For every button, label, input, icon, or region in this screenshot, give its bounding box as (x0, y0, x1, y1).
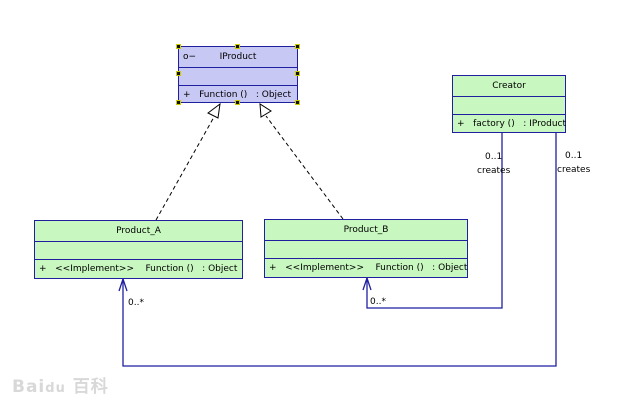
selection-handle[interactable] (176, 44, 181, 49)
role-label-a: creates (557, 165, 591, 175)
attributes-compartment (453, 97, 565, 115)
class-name: Product_B (343, 225, 389, 235)
class-header: Creator (453, 76, 565, 97)
class-name: IProduct (219, 52, 257, 62)
selection-handle[interactable] (295, 100, 300, 105)
realization-arrowhead-a (207, 102, 221, 119)
realization-arrowhead-b (259, 103, 272, 118)
class-header: o− IProduct (179, 47, 297, 68)
class-product-a[interactable]: Product_A + <<Implement>> Function () : … (34, 220, 243, 279)
multiplicity-target-b: 0..* (370, 297, 386, 307)
role-label-b: creates (477, 166, 511, 176)
association-arrow-b (362, 275, 372, 291)
association-arrow-a (118, 276, 128, 292)
class-header: Product_A (35, 221, 242, 242)
selection-handle[interactable] (176, 71, 181, 76)
class-creator[interactable]: Creator + factory () : IProduct (452, 75, 566, 133)
class-name: Creator (492, 81, 526, 91)
attributes-compartment (35, 242, 242, 260)
operation: + <<Implement>> Function () : Object (39, 264, 238, 274)
realization-line-a (155, 116, 215, 221)
selection-handle[interactable] (295, 44, 300, 49)
operation: + <<Implement>> Function () : Object (269, 263, 468, 273)
operation: + Function () : Object (183, 90, 292, 100)
multiplicity-source-b: 0..1 (485, 152, 503, 162)
baidu-watermark-logo: Baidu 百科 (12, 377, 109, 397)
selection-handle[interactable] (176, 100, 181, 105)
association-line-a (122, 132, 557, 367)
class-name: Product_A (116, 226, 161, 236)
multiplicity-source-a: 0..1 (565, 151, 583, 161)
operation: + factory () : IProduct (457, 119, 567, 129)
selection-handle[interactable] (235, 44, 240, 49)
class-product-b[interactable]: Product_B + <<Implement>> Function () : … (264, 219, 468, 278)
realization-line-b (265, 115, 344, 220)
attributes-compartment (179, 68, 297, 86)
multiplicity-target-a: 0..* (128, 298, 144, 308)
attributes-compartment (265, 241, 467, 259)
association-line-b (366, 132, 503, 309)
class-header: Product_B (265, 220, 467, 241)
selection-handle[interactable] (235, 100, 240, 105)
class-iproduct[interactable]: o− IProduct + Function () : Object (176, 44, 300, 105)
selection-handle[interactable] (295, 71, 300, 76)
interface-lollipop-icon: o− (183, 52, 197, 62)
